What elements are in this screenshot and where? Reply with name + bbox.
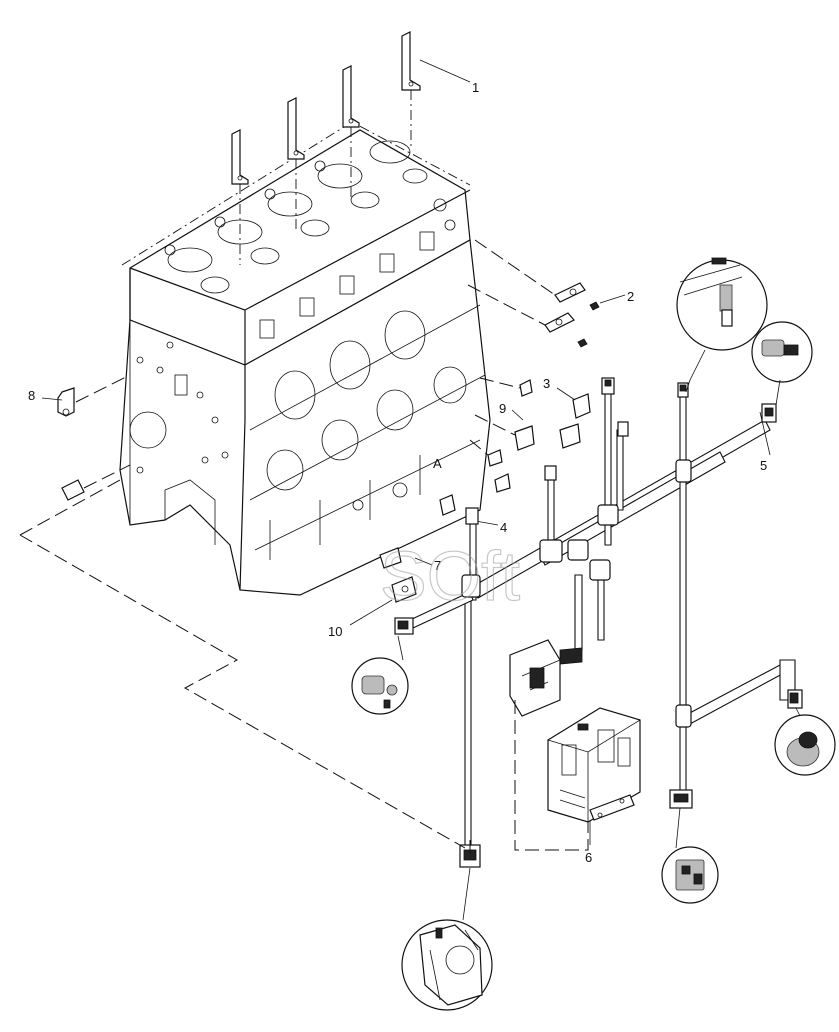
part-4-7-10-brackets: 4 7 10 [328, 494, 507, 639]
detail-circle-cam-sensor [774, 707, 836, 776]
detail-circle-flywheel-sensor [401, 867, 493, 1011]
detail-circle-right-sensor [751, 321, 813, 406]
detail-circle-left-sensor [351, 635, 409, 715]
part-2-clips: 2 [467, 239, 634, 348]
part-8-bracket: 8 [28, 374, 131, 501]
detail-circle-top-sensor [676, 257, 768, 393]
detail-circle-injector-block [661, 807, 719, 904]
callout-1: 1 [472, 80, 479, 95]
wiring-harness: 5 [394, 377, 803, 868]
callout-8: 8 [28, 388, 35, 403]
assembly-leader-lines [19, 479, 471, 860]
callout-7: 7 [434, 558, 441, 573]
part-6-ecu: 6 [514, 700, 641, 865]
callout-2: 2 [627, 289, 634, 304]
part-1-lifting-brackets: 1 [231, 31, 479, 265]
callout-9: 9 [499, 401, 506, 416]
callout-5: 5 [760, 458, 767, 473]
engine-block: A [119, 121, 491, 596]
callout-4: 4 [500, 520, 507, 535]
view-marker-a: A [433, 456, 442, 471]
callout-6: 6 [585, 850, 592, 865]
watermark: SOft [380, 537, 520, 615]
callout-3: 3 [543, 376, 550, 391]
callout-10: 10 [328, 624, 342, 639]
part-3-9-brackets: 3 9 [469, 376, 591, 493]
